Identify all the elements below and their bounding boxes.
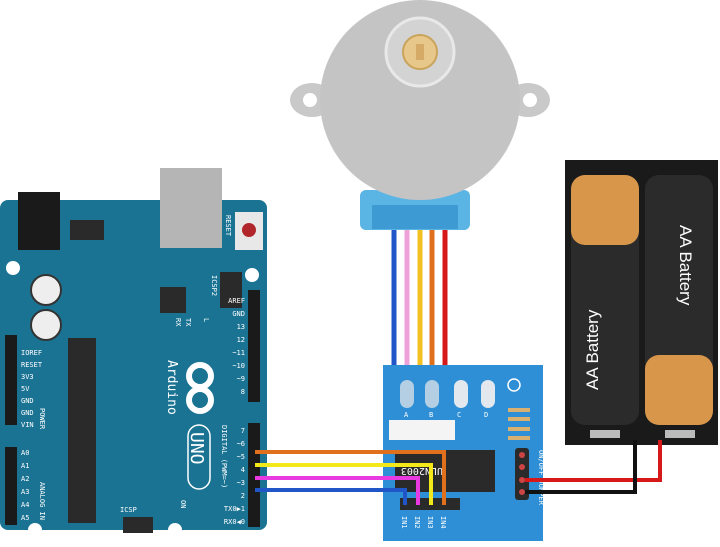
tx-label: TX [184, 318, 192, 327]
led-label-b: B [429, 411, 433, 419]
wire-battery-positive [525, 440, 662, 482]
stepper-motor [290, 0, 550, 230]
digital-pin-label: 4 [241, 466, 245, 474]
digital-pin-label: 13 [237, 323, 245, 331]
analog-label: ANALOG IN [38, 482, 46, 520]
wire-pin4-in3 [255, 463, 433, 505]
arduino-logo-icon [186, 362, 214, 414]
power-pin-label: IOREF [21, 349, 42, 357]
on-label: ON [179, 500, 187, 508]
reset-label: RESET [224, 215, 232, 237]
analog-pin-label: A2 [21, 475, 29, 483]
digital-pin-label: 8 [241, 388, 245, 396]
digital-label: DIGITAL (PWM=~) [220, 425, 228, 488]
digital-pin-label: TX0▶1 [224, 505, 245, 513]
wire-pin2-in1 [255, 488, 407, 505]
icsp2-label: ICSP2 [210, 275, 218, 296]
arduino-uno-board: RESET ICSP2 RX TX L Arduino UNO DIGITAL … [0, 168, 267, 537]
wire-battery-negative [525, 440, 637, 494]
pin-label-in2: IN2 [413, 516, 421, 529]
analog-pin-label: A3 [21, 488, 29, 496]
rx-label: RX [174, 318, 182, 327]
digital-pin-label: ~9 [237, 375, 245, 383]
digital-pin-label: ~11 [232, 349, 245, 357]
digital-pin-label: ~6 [237, 440, 245, 448]
wire-pin5-in4 [255, 450, 446, 505]
power-pin-label: GND [21, 397, 34, 405]
l-label: L [202, 318, 210, 322]
digital-pin-label: AREF [228, 297, 245, 305]
led-label-c: C [457, 411, 461, 419]
power-pin-label: GND [21, 409, 34, 417]
analog-pin-label: A5 [21, 514, 29, 522]
analog-pin-label: A0 [21, 449, 29, 457]
digital-pin-label: 7 [241, 427, 245, 435]
power-pin-label: 3V3 [21, 373, 34, 381]
digital-pin-label: ~10 [232, 362, 245, 370]
digital-pin-label: GND [232, 310, 245, 318]
digital-pin-label: ~3 [237, 479, 245, 487]
battery-holder: AA Battery AA Battery [565, 160, 718, 445]
signal-wires [255, 440, 662, 505]
icsp-label: ICSP [120, 506, 137, 514]
digital-pin-label: ~5 [237, 453, 245, 461]
analog-pin-label: A4 [21, 501, 29, 509]
power-label: POWER [38, 408, 46, 430]
digital-pin-label: RX0◀0 [224, 518, 245, 526]
chip-label: ULN2003 [401, 465, 443, 476]
wire-pin3-in2 [255, 476, 420, 505]
jumper-header [515, 448, 529, 500]
pin-label-in4: IN4 [439, 516, 447, 529]
digital-pin-label: 12 [237, 336, 245, 344]
battery-label-1: AA Battery [583, 309, 602, 390]
led-label-d: D [484, 411, 488, 419]
power-pin-label: RESET [21, 361, 43, 369]
pin-label-in1: IN1 [400, 516, 408, 529]
jumper-label: ON/OFF JUMPER [537, 450, 545, 506]
digital-pin-label: 2 [241, 492, 245, 500]
power-pin-label: VIN [21, 421, 34, 429]
arduino-brand: Arduino [164, 360, 179, 415]
uno-model: UNO [186, 432, 207, 465]
pin-label-in3: IN3 [426, 516, 434, 529]
power-pin-label: 5V [21, 385, 30, 393]
battery-label-2: AA Battery [676, 225, 695, 306]
led-label-a: A [404, 411, 409, 419]
analog-pin-label: A1 [21, 462, 29, 470]
